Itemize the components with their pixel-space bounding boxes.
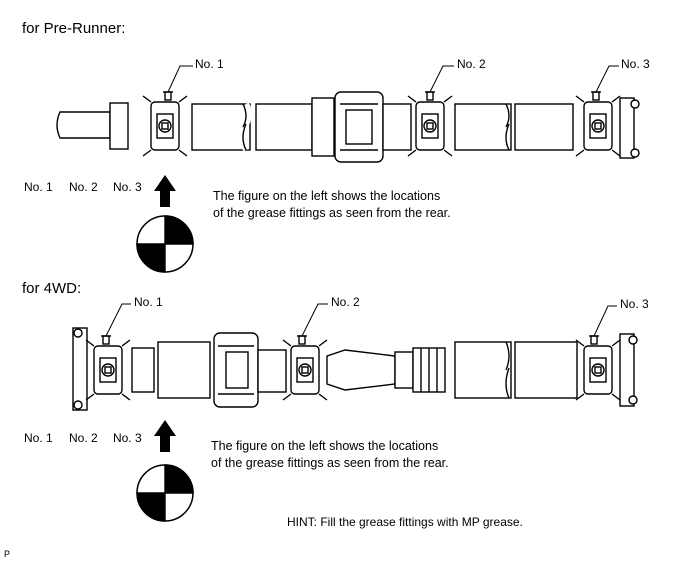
- four-wd-note-line-2: of the grease fittings as seen from the …: [211, 456, 449, 470]
- four-wd-view-label-3: No. 3: [113, 431, 142, 445]
- pre-runner-callout-3: No. 3: [621, 57, 650, 71]
- pre-runner-heading: for Pre-Runner:: [22, 20, 126, 37]
- four-wd-heading: for 4WD:: [22, 280, 82, 297]
- four-wd-leaders: [105, 303, 617, 337]
- pre-runner-callout-1: No. 1: [195, 57, 224, 71]
- four-wd-callout-3: No. 3: [620, 297, 649, 311]
- four-wd-arrow: [153, 419, 177, 453]
- four-wd-callout-2: No. 2: [331, 295, 360, 309]
- four-wd-view-label-1: No. 1: [24, 431, 53, 445]
- four-wd-view-label-2: No. 2: [69, 431, 98, 445]
- pre-runner-note-line-1: The figure on the left shows the locatio…: [213, 189, 441, 203]
- pre-runner-note-line-2: of the grease fittings as seen from the …: [213, 206, 451, 220]
- pre-runner-leaders: [167, 65, 619, 93]
- four-wd-callout-1: No. 1: [134, 295, 163, 309]
- four-wd-shaft: [72, 327, 638, 411]
- pre-runner-arrow: [153, 174, 177, 208]
- pre-runner-shaft: [56, 91, 640, 163]
- pre-runner-callout-2: No. 2: [457, 57, 486, 71]
- pre-runner-view-label-1: No. 1: [24, 180, 53, 194]
- pre-runner-view-label-3: No. 3: [113, 180, 142, 194]
- four-wd-grease-view: [136, 464, 194, 522]
- hint-text: HINT: Fill the grease fittings with MP g…: [287, 515, 523, 529]
- four-wd-note-line-1: The figure on the left shows the locatio…: [211, 439, 439, 453]
- pre-runner-view-label-2: No. 2: [69, 180, 98, 194]
- footer-mark: P: [4, 549, 11, 559]
- pre-runner-grease-view: [136, 215, 194, 273]
